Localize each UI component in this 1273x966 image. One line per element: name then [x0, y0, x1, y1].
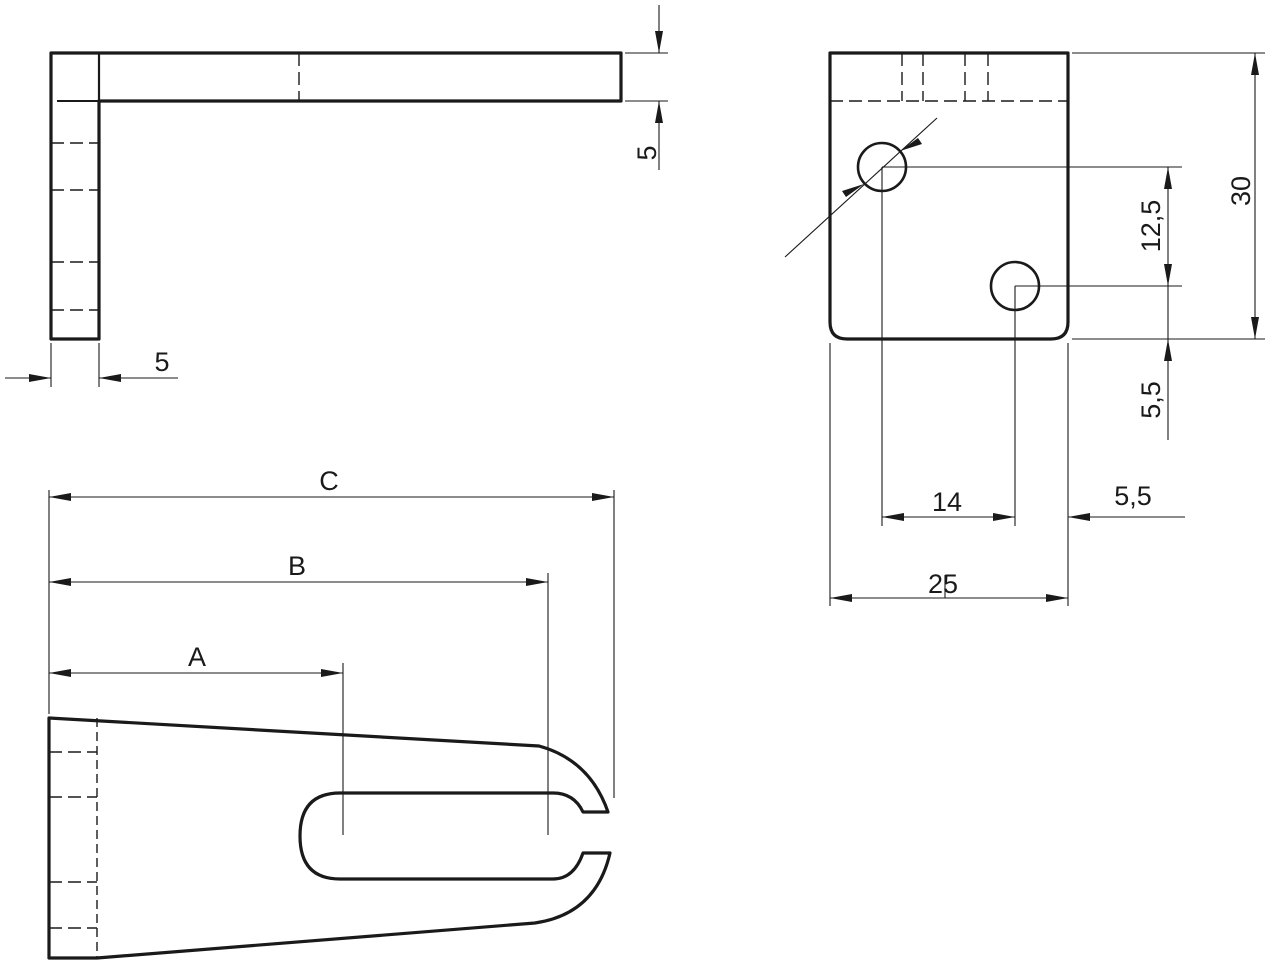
- arrowhead: [1046, 594, 1068, 602]
- arrowhead: [1251, 53, 1259, 75]
- arrowhead: [49, 669, 71, 677]
- dim-label-b: B: [288, 551, 306, 581]
- arrowhead: [99, 374, 121, 382]
- dim-label-hole-spacing-h: 14: [932, 487, 962, 517]
- side-view: 30 12,5 5,5 14 5,5 25: [784, 51, 1265, 606]
- arrowhead: [1251, 317, 1259, 339]
- bracket-outline: [49, 51, 623, 341]
- arrowhead: [29, 374, 51, 382]
- dim-label-width: 25: [928, 569, 958, 599]
- dim-label-height: 30: [1226, 176, 1256, 206]
- dim-label-c: C: [319, 466, 339, 496]
- arrowhead: [993, 513, 1015, 521]
- arrowhead: [655, 101, 663, 123]
- arrowhead: [830, 594, 852, 602]
- arrowhead: [1068, 513, 1090, 521]
- arrowhead: [882, 513, 904, 521]
- front-view: A B C: [47, 466, 615, 960]
- dim-label-thickness-v: 5: [632, 145, 662, 160]
- arrowhead: [1164, 167, 1172, 189]
- dim-label-bottom-offset: 5,5: [1136, 381, 1166, 419]
- arrowhead: [592, 493, 614, 501]
- dim-label-thickness-h: 5: [154, 347, 169, 377]
- diameter-leader: [784, 117, 938, 258]
- arrowhead: [900, 138, 922, 151]
- plate-outline: [828, 51, 1070, 341]
- arrowhead: [1164, 264, 1172, 286]
- arrowhead: [842, 184, 864, 197]
- dim-label-a: A: [188, 642, 206, 672]
- top-view: 5 5: [5, 5, 668, 387]
- dim-label-hole-spacing-v: 12,5: [1136, 200, 1166, 253]
- arrowhead: [49, 493, 71, 501]
- dim-label-edge-offset: 5,5: [1114, 481, 1152, 511]
- arrowhead: [526, 578, 548, 586]
- arrowhead: [49, 578, 71, 586]
- arrowhead: [321, 669, 343, 677]
- arm-outline: [47, 716, 612, 960]
- arrowhead: [655, 31, 663, 53]
- arrowhead: [1164, 339, 1172, 361]
